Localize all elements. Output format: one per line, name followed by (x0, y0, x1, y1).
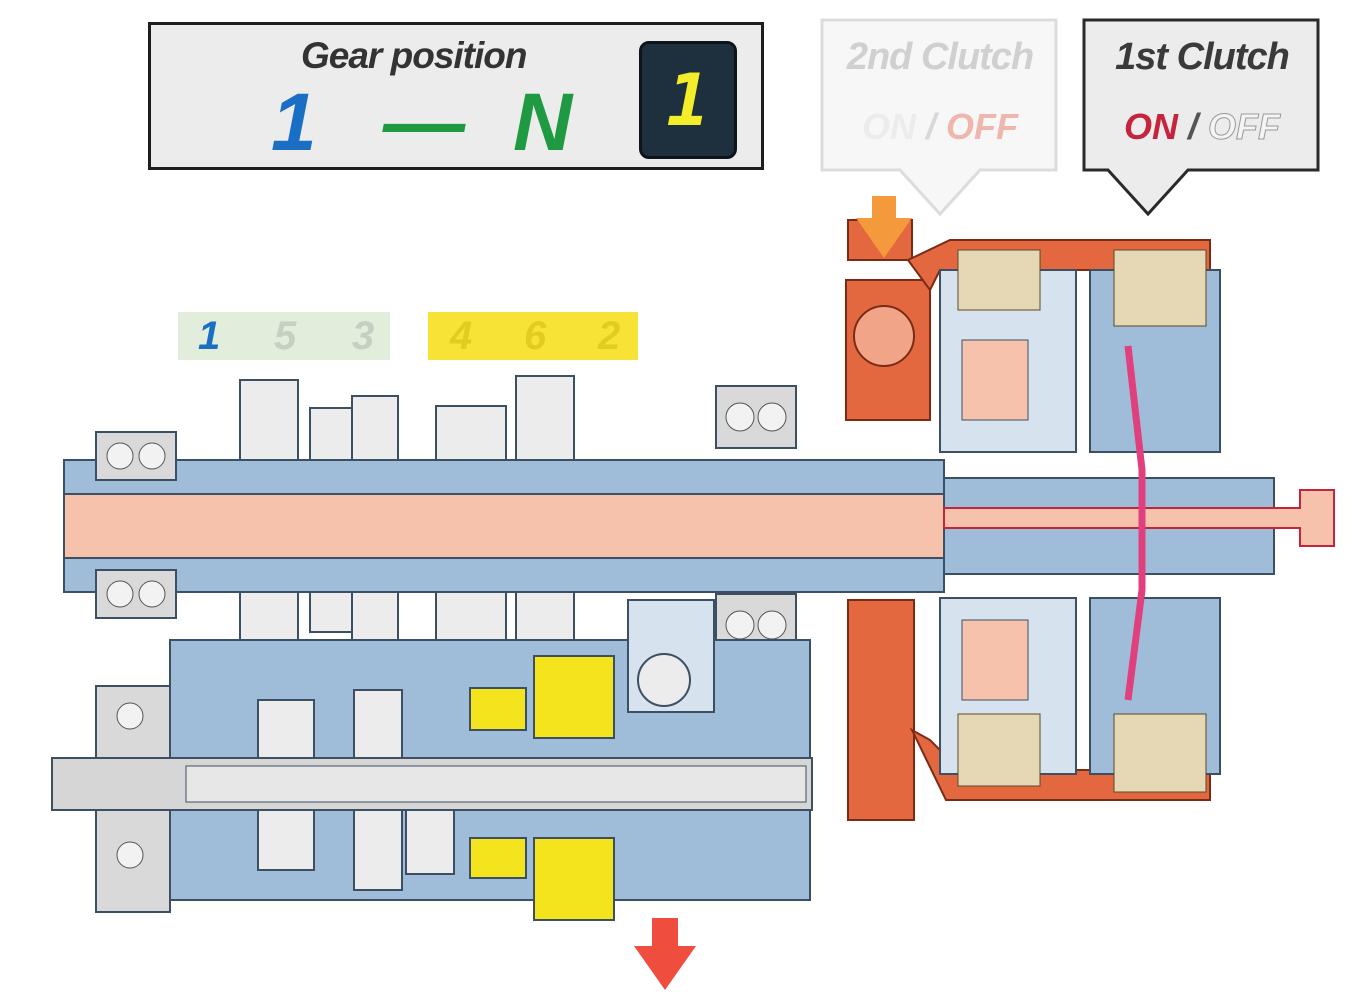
second-clutch-on-label: ON (861, 106, 916, 147)
counter-shaft-gears (257, 689, 455, 891)
gear-to-neutral: N (513, 77, 573, 168)
first-clutch-title: 1st Clutch (1115, 36, 1290, 78)
output-idler-gear (637, 653, 691, 707)
engaged-first-gear (469, 655, 615, 921)
inner-input-shaft (63, 493, 945, 559)
gear-from-number: 1 (271, 77, 317, 168)
first-clutch-slash: / (1188, 106, 1199, 147)
second-clutch-title: 2nd Clutch (846, 36, 1034, 78)
first-clutch-off-label: OFF (1208, 106, 1281, 148)
even-gears-band (428, 312, 638, 360)
second-clutch-state: ON / OFF (820, 106, 1060, 148)
gear-label-3: 3 (352, 314, 375, 358)
gear-separator-dash: — (383, 77, 465, 168)
second-clutch-slash: / (926, 106, 937, 147)
first-clutch-callout: 1st Clutch ON / OFF (1082, 18, 1322, 218)
second-clutch-piston-lower (961, 619, 1029, 701)
gear-label-5: 5 (274, 314, 297, 358)
output-shaft-core (185, 765, 807, 803)
gear-position-panel: Gear position 1 — N 1 (148, 22, 764, 170)
gear-position-title: Gear position (301, 35, 527, 76)
first-clutch-oil-passage (1124, 345, 1146, 701)
first-clutch-on-label: ON (1123, 106, 1178, 147)
power-input-arrow-icon (856, 196, 912, 258)
seven-segment-gear-display: 1 (639, 41, 737, 159)
first-clutch-plates (1113, 249, 1207, 793)
gear-label-2: 2 (598, 314, 621, 358)
power-output-arrow-icon (634, 918, 696, 990)
second-clutch-callout-frame (820, 18, 1058, 217)
first-clutch-state: ON / OFF (1082, 106, 1322, 148)
seven-segment-digit: 1 (666, 58, 710, 142)
odd-gears-band (178, 312, 390, 360)
drive-gear-hub (853, 305, 915, 367)
second-clutch-plates (957, 249, 1041, 787)
second-clutch-off-label: OFF (946, 106, 1019, 147)
counter-shaft-bearing-ball-bottom (116, 841, 144, 869)
gear-label-4: 4 (450, 314, 473, 358)
gear-number-strip: 1 5 3 4 6 2 (178, 312, 638, 360)
main-shaft-left-bearings (95, 431, 177, 619)
counter-shaft-bearing-ball-top (116, 702, 144, 730)
gear-label-6: 6 (524, 314, 547, 358)
gear-label-1: 1 (198, 314, 221, 358)
first-clutch-callout-frame (1082, 18, 1320, 217)
second-clutch-piston (961, 339, 1029, 421)
second-clutch-callout: 2nd Clutch ON / OFF (820, 18, 1060, 218)
